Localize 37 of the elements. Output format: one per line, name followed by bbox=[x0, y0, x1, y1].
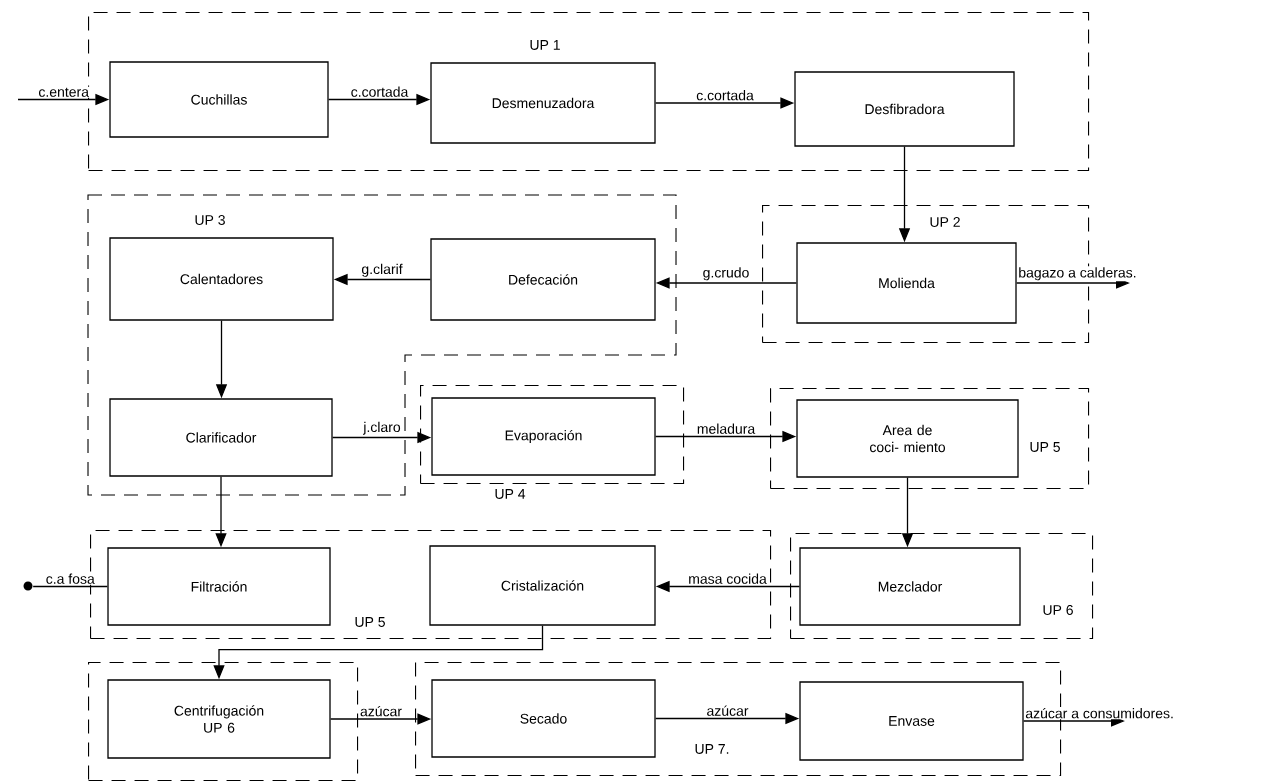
edge-label: masa cocida bbox=[687, 572, 768, 585]
edge-label: c.a fosa bbox=[44, 572, 96, 585]
edge-label: c.cortada bbox=[695, 89, 755, 102]
process-box: Cristalización bbox=[429, 545, 656, 626]
process-box: Defecación bbox=[430, 238, 656, 321]
edge-label: g.clarif bbox=[360, 262, 404, 278]
process-box: Cuchillas bbox=[109, 61, 329, 138]
edge-label: c.entera bbox=[37, 86, 90, 98]
process-box: Desmenuzadora bbox=[430, 62, 656, 144]
group-label: UP 5 bbox=[1030, 442, 1060, 452]
group-label: UP 6 bbox=[1043, 605, 1073, 615]
group-label: UP 3 bbox=[195, 215, 225, 225]
edge-label: meladura bbox=[695, 422, 757, 435]
process-box: Filtración bbox=[107, 547, 331, 626]
process-box: Clarificador bbox=[109, 398, 333, 477]
edge-label: azúcar a consumidores. bbox=[1024, 706, 1175, 720]
group-label: UP 4 bbox=[495, 489, 526, 499]
edge-label: g.crudo bbox=[701, 266, 751, 282]
process-box: Desfibradora bbox=[794, 71, 1015, 147]
dashed-group-outline bbox=[88, 662, 359, 782]
group-label: UP 7. bbox=[695, 744, 729, 754]
edge-label: bagazo a calderas. bbox=[1017, 266, 1138, 282]
process-box: Secado bbox=[431, 679, 656, 758]
process-box: Evaporación bbox=[431, 397, 656, 476]
edge-label: azúcar bbox=[359, 704, 403, 718]
group-label: UP 1 bbox=[530, 40, 560, 50]
edge-label: j.claro bbox=[362, 420, 402, 436]
edge-label: azúcar bbox=[705, 704, 750, 717]
edge-label: c.cortada bbox=[349, 85, 410, 98]
process-box: Envase bbox=[799, 681, 1024, 761]
group-label: UP 2 bbox=[930, 217, 960, 227]
process-box: Area de coci- miento bbox=[796, 399, 1019, 478]
process-box: Mezclador bbox=[799, 547, 1021, 626]
group-label: UP 5 bbox=[355, 617, 385, 627]
process-box: Molienda bbox=[796, 242, 1017, 324]
process-box: Centrifugación UP 6 bbox=[107, 679, 331, 759]
process-box: Calentadores bbox=[109, 237, 334, 321]
